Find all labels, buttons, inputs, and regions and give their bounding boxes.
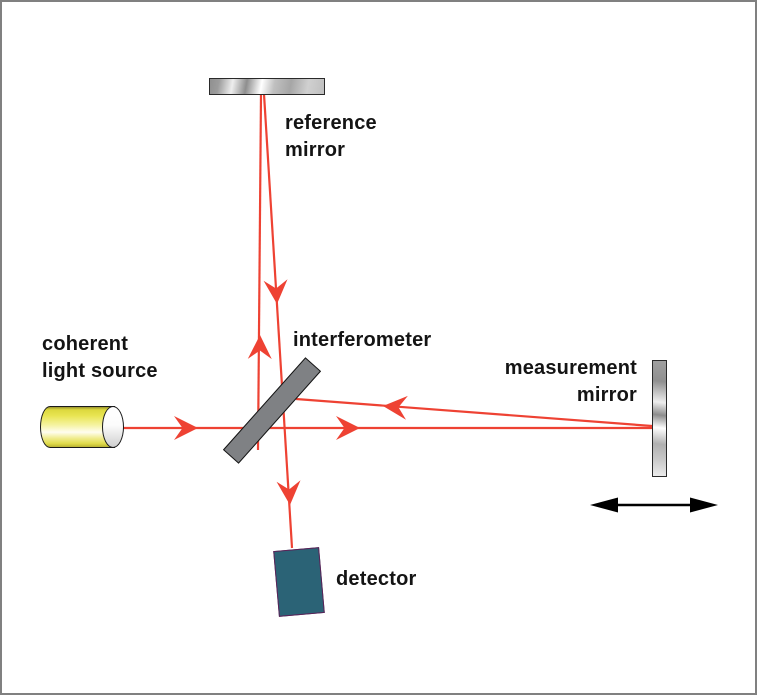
beam-arrow-left-icon bbox=[383, 395, 408, 420]
reference-beam-line bbox=[256, 93, 263, 451]
mirror-translation-arrow-icon bbox=[590, 497, 718, 513]
reference-mirror-shape bbox=[209, 78, 325, 95]
beam-arrow-up-icon bbox=[247, 335, 272, 360]
measurement-mirror-shape bbox=[652, 360, 667, 477]
beam-arrow-down-icon bbox=[276, 480, 301, 505]
detector-label: detector bbox=[336, 568, 417, 590]
detector-shape bbox=[273, 547, 325, 617]
beam-arrow-right-icon bbox=[336, 416, 360, 440]
reference-mirror-label: reference mirror bbox=[285, 112, 377, 161]
beam-arrow-right-icon bbox=[174, 416, 198, 440]
light-source-label: coherent light source bbox=[42, 333, 158, 382]
interferometer-label: interferometer bbox=[293, 329, 432, 351]
light-source-cap-shape bbox=[102, 406, 124, 448]
detector-beam-line bbox=[262, 93, 294, 549]
measurement-return-beam-line bbox=[295, 397, 653, 428]
measurement-mirror-label: measurement mirror bbox=[504, 357, 637, 406]
beam-arrow-down-icon bbox=[263, 279, 288, 304]
